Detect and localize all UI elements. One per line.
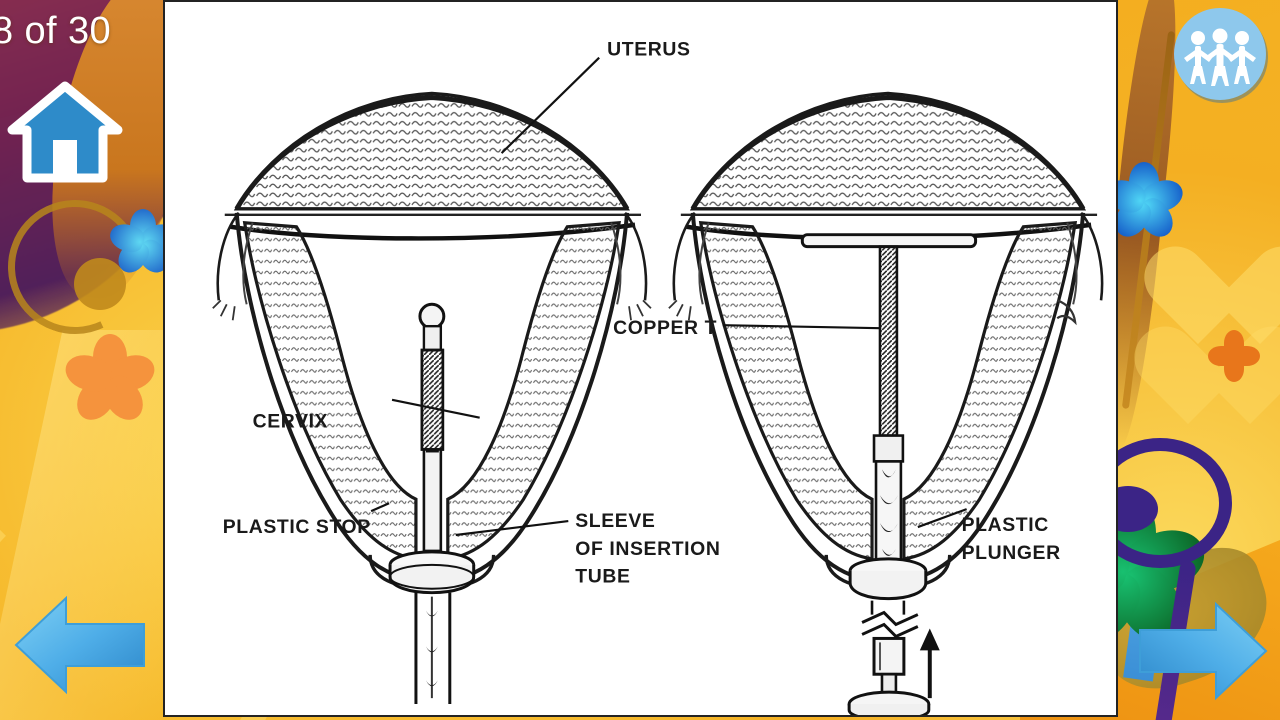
background-swirl-dot [74, 258, 126, 310]
petal [1208, 346, 1234, 366]
label-sleeve-of-insertion-tube: SLEEVE OF INSERTION TUBE [575, 510, 720, 588]
leader-cervix [391, 398, 480, 419]
flower-icon [60, 330, 160, 430]
uterus-right-illustration [668, 91, 1104, 715]
home-button[interactable] [6, 78, 124, 188]
arrow-left-icon [14, 595, 145, 695]
diagram-container: UTERUS CERVIX PLASTIC STOP SLEEVE OF INS… [165, 2, 1116, 715]
label-plastic-stop: PLASTIC STOP [223, 516, 371, 538]
label-copper-t: COPPER T [613, 317, 717, 339]
label-leader-lines [370, 56, 968, 537]
three-people-icon [1184, 28, 1256, 86]
copper-t-horizontal-arm [800, 233, 978, 249]
label-cervix: CERVIX [253, 411, 328, 433]
next-slide-button[interactable] [1134, 592, 1274, 710]
arrow-right-icon [1139, 601, 1268, 701]
family-group-button[interactable] [1174, 8, 1266, 100]
home-icon [7, 81, 123, 183]
leader-plastic-stop [370, 502, 390, 513]
plastic-plunger-body [872, 636, 906, 676]
copper-t-stem [878, 245, 899, 437]
label-plastic-plunger: PLASTIC PLUNGER [962, 514, 1061, 564]
upward-arrow-icon [919, 628, 940, 699]
label-plunger-line1: PLASTIC [962, 514, 1049, 536]
iud-insertion-diagram: UTERUS CERVIX PLASTIC STOP SLEEVE OF INS… [212, 39, 1104, 715]
label-sleeve-line3: TUBE [575, 566, 630, 588]
label-plunger-line2: PLUNGER [962, 542, 1061, 564]
leader-sleeve [455, 520, 569, 537]
previous-slide-button[interactable] [8, 586, 152, 704]
leader-plastic-plunger [917, 508, 968, 529]
leader-uterus [500, 56, 600, 154]
flower-icon [106, 208, 180, 279]
leader-copper-t [722, 324, 881, 330]
flower-icon [1101, 162, 1187, 244]
label-uterus: UTERUS [607, 39, 690, 61]
slide-content-panel: UTERUS CERVIX PLASTIC STOP SLEEVE OF INS… [163, 0, 1118, 717]
label-sleeve-line2: OF INSERTION [575, 538, 720, 560]
flower-icon [1208, 330, 1260, 382]
uterus-left-illustration [212, 91, 652, 705]
label-sleeve-line1: SLEEVE [575, 510, 655, 532]
slide-counter: 8 of 30 [0, 10, 112, 52]
